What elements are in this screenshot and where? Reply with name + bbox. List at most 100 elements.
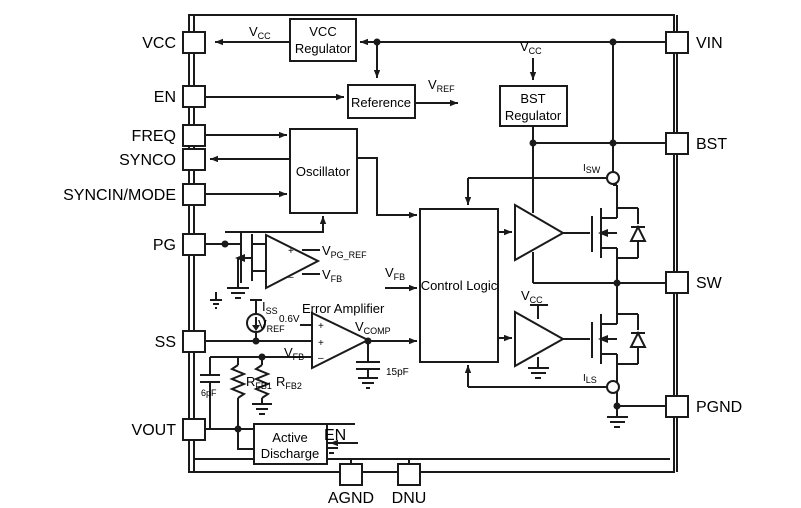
- pin-box-ss: [182, 330, 206, 353]
- ea-ground-symbol: [210, 292, 222, 309]
- comp-capacitor-15pf: [356, 341, 380, 389]
- block-label-active-discharge-l2: Discharge: [261, 446, 320, 461]
- junction-bst-node: [529, 139, 537, 147]
- pin-box-vcc: [182, 31, 206, 54]
- error-amplifier-title: Error Amplifier: [302, 301, 385, 316]
- pin-label-syncin-mode: SYNCIN/MODE: [63, 187, 176, 204]
- pin-label-vin: VIN: [696, 35, 723, 52]
- block-label-bst-regulator-l2: Regulator: [505, 108, 562, 123]
- pin-box-vin: [665, 31, 689, 54]
- net-label-vcc-top: VCC: [249, 24, 271, 41]
- svg-text:VCOMP: VCOMP: [355, 319, 391, 336]
- svg-text:VFB: VFB: [385, 265, 405, 282]
- en-bar-label: EN: [324, 427, 346, 444]
- net-label-vref: VREF: [428, 77, 455, 94]
- junction-vfb-node: [258, 353, 266, 361]
- wire-osc-to-controllogic: [357, 157, 417, 219]
- block-rect-bst-regulator: [499, 85, 568, 127]
- pin-label-pg: PG: [153, 237, 176, 254]
- svg-text:VCC: VCC: [249, 24, 271, 41]
- wire-pgcomp-to-osc: [225, 216, 327, 233]
- ea-plus-sign-1: +: [318, 321, 324, 332]
- value-label-fb-cap: 6pF: [201, 388, 217, 398]
- pin-label-bst: BST: [696, 136, 727, 153]
- svg-text:RFB1: RFB1: [246, 374, 272, 391]
- pin-label-en: EN: [154, 89, 176, 106]
- pin-label-ss: SS: [155, 334, 176, 351]
- pin-box-syncin-mode: [182, 183, 206, 206]
- block-rect-vcc-regulator: [289, 18, 357, 62]
- svg-text:VFB: VFB: [322, 267, 342, 284]
- pin-box-synco: [182, 148, 206, 171]
- block-label-reference: Reference: [351, 95, 411, 110]
- block-rect-active-discharge: [253, 423, 328, 465]
- iss-current-source: [246, 300, 266, 341]
- low-side-driver: [514, 310, 566, 368]
- pin-box-vout: [182, 418, 206, 441]
- block-rect-oscillator: [289, 128, 358, 214]
- net-label-vref-ea: VREF: [258, 317, 285, 334]
- svg-text:ILS: ILS: [583, 373, 597, 385]
- svg-text:VREF: VREF: [258, 317, 285, 334]
- net-label-vfb-pg: VFB: [322, 267, 342, 284]
- wire-lsdriver-vcc-supply: [530, 304, 548, 319]
- block-label-active-discharge-l1: Active: [272, 430, 307, 445]
- pin-box-sw: [665, 271, 689, 294]
- pin-label-synco: SYNCO: [119, 152, 176, 169]
- wire-vfb-divider-top: [209, 356, 263, 365]
- pin-label-vout: VOUT: [132, 422, 177, 439]
- net-label-isw: ISW: [583, 163, 601, 175]
- value-label-ea-ref-voltage: 0.6V: [279, 314, 300, 325]
- junction-bst-vin-cross: [609, 139, 617, 147]
- net-label-vpg-ref: VPG_REF: [322, 243, 367, 260]
- pin-box-pgnd: [665, 395, 689, 418]
- block-rect-reference: [347, 84, 416, 119]
- net-label-rfb2: RFB2: [276, 374, 302, 391]
- high-side-body-diode: [617, 207, 647, 259]
- resistor-rfb2: [252, 364, 272, 415]
- pin-box-pg: [182, 233, 206, 256]
- pg-open-drain-nmos: [235, 232, 266, 283]
- svg-text:ISS: ISS: [262, 299, 278, 316]
- pin-label-vcc: VCC: [142, 35, 176, 52]
- svg-text:RFB2: RFB2: [276, 374, 302, 391]
- pin-box-agnd: [339, 463, 363, 486]
- net-label-vfb-control: VFB: [385, 265, 405, 282]
- pgnd-ground-symbol: [607, 406, 628, 428]
- pin-label-agnd: AGND: [328, 490, 374, 507]
- pin-label-pgnd: PGND: [696, 399, 742, 416]
- pg-nmos-ground: [227, 276, 249, 299]
- net-label-ils: ILS: [583, 373, 597, 385]
- svg-text:ISW: ISW: [583, 163, 601, 175]
- isw-sense-node: [464, 171, 620, 205]
- pin-box-en: [182, 85, 206, 108]
- pin-box-freq: [182, 124, 206, 147]
- value-label-comp-cap: 15pF: [386, 367, 409, 378]
- svg-text:VREF: VREF: [428, 77, 455, 94]
- svg-text:VCC: VCC: [521, 288, 543, 305]
- svg-text:VCC: VCC: [520, 39, 542, 56]
- ea-minus-sign: –: [318, 353, 324, 364]
- resistor-rfb1: [229, 364, 247, 410]
- block-label-oscillator: Oscillator: [296, 164, 351, 179]
- wire-vout-to-active-discharge: [237, 429, 254, 450]
- pin-box-dnu: [397, 463, 421, 486]
- wire-vout-to-divider: [205, 410, 260, 430]
- svg-text:VFB: VFB: [284, 345, 304, 362]
- pg-comparator: [265, 233, 321, 290]
- feedback-capacitor-6pf: [200, 365, 220, 410]
- pin-label-freq: FREQ: [132, 128, 176, 145]
- junction-vin-rail: [609, 38, 617, 46]
- wire-bstreg-to-bstpin: [532, 126, 666, 193]
- pin-box-bst: [665, 132, 689, 155]
- error-amplifier: [311, 311, 371, 370]
- block-rect-control-logic: [419, 208, 499, 363]
- net-label-vcomp: VCOMP: [355, 319, 391, 336]
- high-side-power-fet: [591, 185, 618, 283]
- low-side-power-fet: [591, 283, 618, 406]
- net-label-vcc-ls-driver: VCC: [521, 288, 543, 305]
- block-label-vcc-regulator-l2: Regulator: [295, 41, 352, 56]
- pg-comp-minus-sign: –: [288, 272, 294, 283]
- ils-sense-node: [464, 365, 620, 394]
- high-side-driver: [514, 203, 566, 262]
